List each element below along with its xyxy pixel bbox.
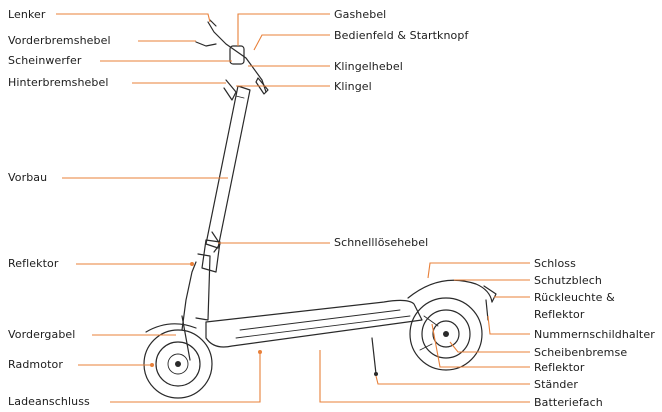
label-klingelhebel: Klingelhebel <box>248 60 403 73</box>
scheinwerfer-label: Scheinwerfer <box>8 54 82 67</box>
label-vorderbremshebel: Vorderbremshebel <box>8 34 196 47</box>
label-gashebel: Gashebel <box>237 8 386 46</box>
reflektor-hinten-label: Reflektor <box>534 361 585 374</box>
schloss-label: Schloss <box>534 257 576 270</box>
label-radmotor: Radmotor <box>8 358 154 371</box>
label-schutzblech: Schutzblech <box>454 274 602 287</box>
vorderbremshebel-label: Vorderbremshebel <box>8 34 111 47</box>
label-nummernschildhalter: Nummernschildhalter <box>487 315 655 341</box>
label-batteriefach: Batteriefach <box>319 350 603 409</box>
label-staender: Ständer <box>375 375 578 391</box>
batteriefach-label: Batteriefach <box>534 396 603 409</box>
vordergabel-label: Vordergabel <box>8 328 75 341</box>
hinterbremshebel-label: Hinterbremshebel <box>8 76 109 89</box>
label-rueckleuchte: Rückleuchte & Reflektor <box>494 291 615 321</box>
radmotor-label: Radmotor <box>8 358 63 371</box>
label-schnelllosehebel: Schnelllösehebel <box>218 236 428 249</box>
label-klingel: Klingel <box>236 80 372 93</box>
klingelhebel-label: Klingelhebel <box>334 60 403 73</box>
schnelllosehebel-label: Schnelllösehebel <box>334 236 428 249</box>
rueckleuchte-label-1: Rückleuchte & <box>534 291 615 304</box>
label-bedienfeld: Bedienfeld & Startknopf <box>253 29 469 51</box>
scheibenbremse-label: Scheibenbremse <box>534 346 627 359</box>
ladeanschluss-label: Ladeanschluss <box>8 395 90 408</box>
label-schloss: Schloss <box>427 257 576 279</box>
label-lenker: Lenker <box>8 8 211 23</box>
label-vordergabel: Vordergabel <box>8 328 176 341</box>
rueckleuchte-label-2: Reflektor <box>534 308 585 321</box>
nummernschildhalter-label: Nummernschildhalter <box>534 328 655 341</box>
label-reflektor-front: Reflektor <box>8 257 194 270</box>
label-reflektor-hinten: Reflektor <box>431 323 585 374</box>
vorbau-label: Vorbau <box>8 171 47 184</box>
reflektor-front-label: Reflektor <box>8 257 59 270</box>
schutzblech-label: Schutzblech <box>534 274 602 287</box>
gashebel-label: Gashebel <box>334 8 386 21</box>
scooter-illustration <box>143 19 497 399</box>
label-ladeanschluss: Ladeanschluss <box>8 350 262 408</box>
klingel-label: Klingel <box>334 80 372 93</box>
label-vorbau: Vorbau <box>8 171 228 184</box>
bedienfeld-label: Bedienfeld & Startknopf <box>334 29 469 42</box>
staender-label: Ständer <box>534 378 578 391</box>
label-scheibenbremse: Scheibenbremse <box>449 341 627 359</box>
label-scheinwerfer: Scheinwerfer <box>8 54 232 67</box>
label-hinterbremshebel: Hinterbremshebel <box>8 76 226 89</box>
lenker-label: Lenker <box>8 8 46 21</box>
